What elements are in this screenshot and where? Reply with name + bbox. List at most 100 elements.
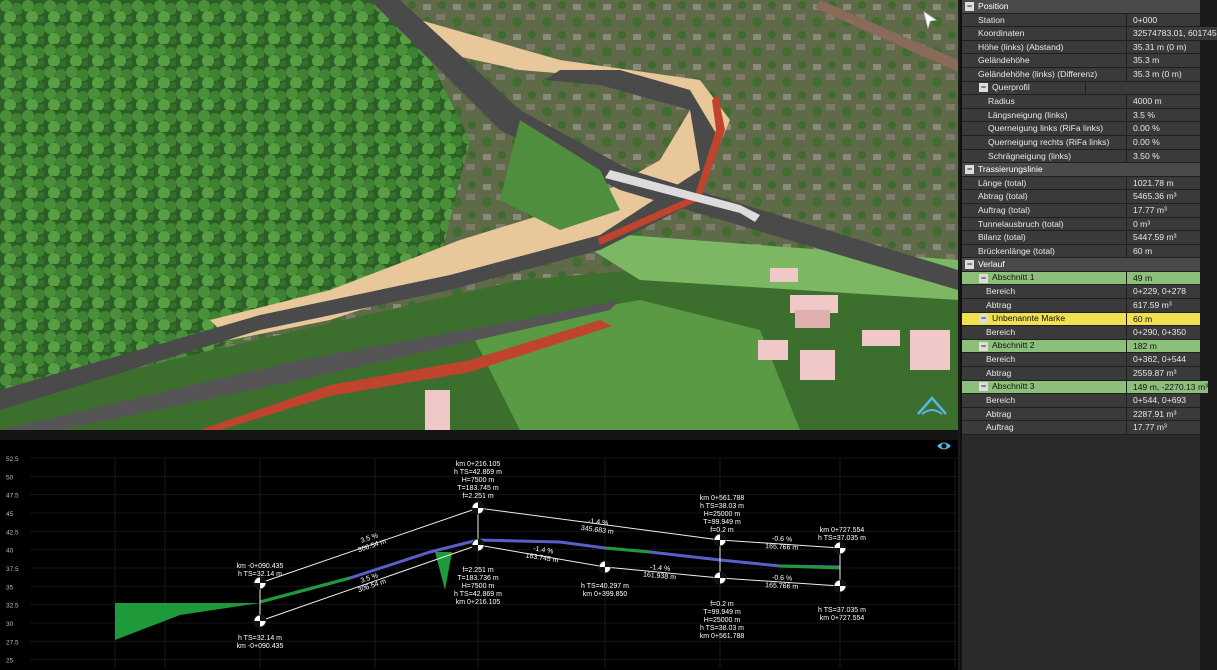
tangent-line xyxy=(477,544,606,568)
property-value: 49 m xyxy=(1126,271,1200,285)
property-value: 1021.78 m xyxy=(1126,176,1200,190)
profile-label: h TS=40.297 m xyxy=(581,583,629,590)
property-label: Tunnelausbruch (total) xyxy=(978,218,1064,229)
profile-label: km 0+561.788 xyxy=(700,495,745,502)
vertex-marker xyxy=(478,502,484,508)
property-value: 182 m xyxy=(1126,339,1200,353)
panel-divider[interactable] xyxy=(0,430,958,440)
property-value: 149 m, -2270.13 m³ xyxy=(1126,380,1208,394)
property-value: 2287.91 m³ xyxy=(1126,407,1200,421)
profile-label: f=0.2 m xyxy=(710,527,734,534)
collapse-icon[interactable]: − xyxy=(979,272,988,283)
property-label: Abschnitt 3 xyxy=(992,381,1035,392)
property-row[interactable]: Querneigung rechts (RiFa links)0.00 % xyxy=(962,135,1200,150)
collapse-icon[interactable]: − xyxy=(965,163,974,174)
section-header[interactable]: −Querprofil xyxy=(962,81,1200,96)
property-label: Länge (total) xyxy=(978,177,1027,188)
eye-icon[interactable] xyxy=(936,440,952,452)
slope-label: -0.6 % xyxy=(772,535,793,543)
vertex-marker xyxy=(714,578,720,584)
property-value: 3.50 % xyxy=(1126,149,1200,163)
section-header[interactable]: −Position xyxy=(962,0,1200,14)
vertex-marker xyxy=(254,583,260,589)
property-row[interactable]: Querneigung links (RiFa links)0.00 % xyxy=(962,122,1200,136)
property-value: 4000 m xyxy=(1126,95,1200,108)
bike-path xyxy=(200,320,612,430)
collapse-icon[interactable]: − xyxy=(979,340,988,351)
profile-label: H=25000 m xyxy=(704,617,741,624)
property-row[interactable]: Höhe (links) (Abstand)35.31 m (0 m) xyxy=(962,40,1200,55)
collapse-icon[interactable]: − xyxy=(979,313,988,324)
section-header[interactable]: −Verlauf xyxy=(962,258,1200,272)
profile-label: T=99.949 m xyxy=(703,519,741,526)
property-value: 617.59 m³ xyxy=(1126,299,1200,312)
property-label: Abtrag xyxy=(986,408,1012,419)
collapse-icon[interactable]: − xyxy=(979,82,988,93)
3d-viewport[interactable] xyxy=(0,0,958,430)
y-tick-label: 27.5 xyxy=(6,639,19,646)
profile-label: km 0+561.788 xyxy=(700,633,745,640)
section-header[interactable]: −Trassierungslinie xyxy=(962,163,1200,177)
y-tick-label: 35 xyxy=(6,584,14,591)
profile-label: km 0+727.554 xyxy=(820,527,865,534)
property-value: 60 m xyxy=(1126,244,1200,258)
collapse-icon[interactable]: − xyxy=(965,259,974,270)
profile-label: T=99.949 m xyxy=(703,609,741,616)
collapse-icon[interactable]: − xyxy=(965,0,974,11)
property-value: 0+290, 0+350 xyxy=(1126,326,1200,339)
property-label: Abtrag (total) xyxy=(978,191,1028,202)
property-label: Station xyxy=(978,14,1005,25)
property-row[interactable]: Bereich 0+544, 0+693 xyxy=(962,394,1200,408)
property-label: Bereich xyxy=(986,286,1016,297)
vertex-marker xyxy=(472,508,478,514)
property-label: Abtrag xyxy=(986,368,1012,379)
profile-label: f=0.2 m xyxy=(710,601,734,608)
property-row[interactable]: Abtrag (total)5465.36 m³ xyxy=(962,190,1200,204)
profile-label: km -0+090.435 xyxy=(237,643,284,650)
property-value: 0+544, 0+693 xyxy=(1126,394,1200,407)
grade-line xyxy=(259,538,841,604)
tangent-line xyxy=(259,507,479,584)
vertex-marker xyxy=(260,615,266,621)
profile-label: H=25000 m xyxy=(704,511,741,518)
property-row[interactable]: Bilanz (total)5447.59 m³ xyxy=(962,231,1200,245)
profile-label: h TS=32.14 m xyxy=(238,635,282,642)
collapse-icon[interactable]: − xyxy=(979,381,988,392)
north-arrow-icon[interactable] xyxy=(920,8,940,32)
profile-label: f=2.251 m xyxy=(462,567,493,574)
property-row[interactable]: Längsneigung (links)3.5 % xyxy=(962,108,1200,123)
vertex-marker xyxy=(260,577,266,583)
property-row[interactable]: Geländehöhe (links) (Differenz)35.3 m (0… xyxy=(962,67,1200,82)
property-row[interactable]: Länge (total) 1021.78 m xyxy=(962,176,1200,191)
profile-label: h TS=37.035 m xyxy=(818,535,866,542)
property-row[interactable]: Schrägneigung (links)3.50 % xyxy=(962,149,1200,164)
section-label: Position xyxy=(978,0,1009,11)
slope-label: -1.4 % xyxy=(533,545,554,555)
property-row[interactable]: Abtrag 2287.91 m³ xyxy=(962,407,1200,422)
property-row[interactable]: Brückenlänge (total)60 m xyxy=(962,244,1200,259)
property-value: 17.77 m³ xyxy=(1126,203,1200,217)
property-row[interactable]: Auftrag (total)17.77 m³ xyxy=(962,203,1200,218)
property-row[interactable]: −Abschnitt 3 149 m, -2270.13 m³ xyxy=(962,380,1208,395)
profile-label: h TS=42.869 m xyxy=(454,591,502,598)
property-row[interactable]: Tunnelausbruch (total)0 m³ xyxy=(962,217,1200,232)
main-road xyxy=(370,0,958,290)
property-label: Bereich xyxy=(986,395,1016,406)
slope-label: -1.4 % xyxy=(588,518,609,527)
property-value: 0.00 % xyxy=(1126,135,1200,149)
